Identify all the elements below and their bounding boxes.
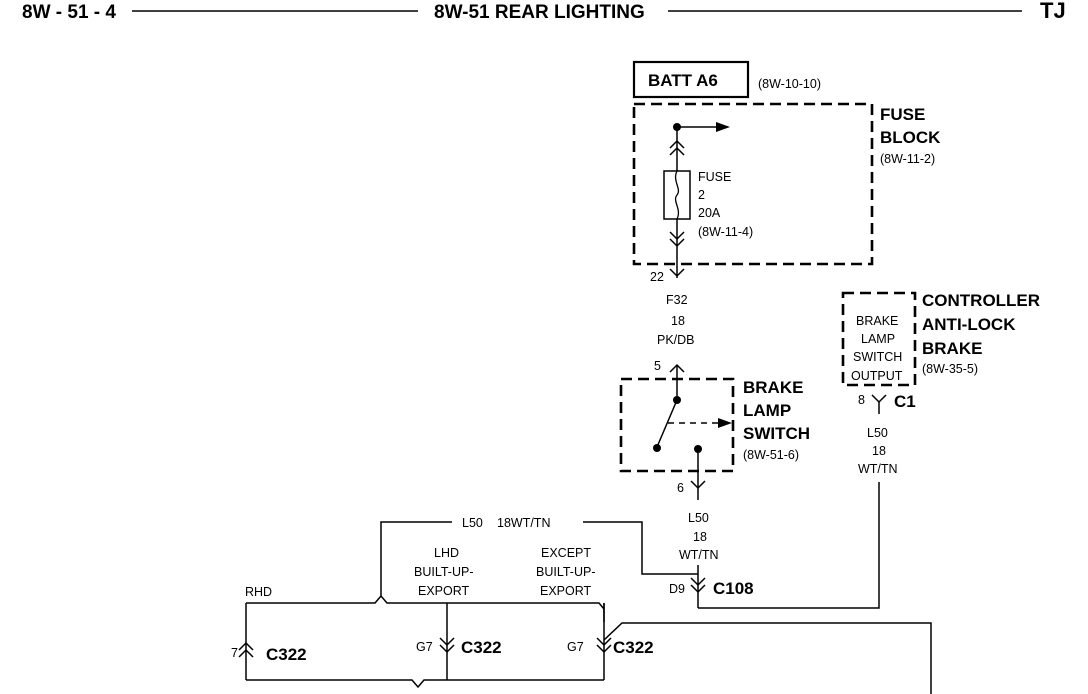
c322-c-pin: G7 [567, 640, 584, 654]
wire-l50-top-line [583, 521, 698, 575]
wire-l50-switch-circuit: L50 [688, 511, 709, 525]
brake-switch-pin-out: 6 [677, 481, 684, 495]
fuse-rating: 20A [698, 206, 721, 220]
variant-except-3: EXPORT [540, 584, 592, 598]
variant-lhd-2: BUILT-UP- [414, 565, 474, 579]
controller-pin: 8 [858, 393, 865, 407]
controller-inner-3: SWITCH [853, 350, 902, 364]
switch-contact-dot [653, 444, 661, 452]
fuse-block-outline [632, 102, 874, 266]
page-title: 8W-51 REAR LIGHTING [434, 2, 645, 23]
fuse-label: FUSE [698, 170, 731, 184]
wire-l50-top-circuit: L50 [462, 516, 483, 530]
wire-to-next-page [603, 622, 932, 694]
bottom-bus-line [246, 679, 604, 689]
wire-f32-circuit: F32 [666, 293, 688, 307]
wire-l50-branch-line [380, 521, 452, 596]
variant-except-2: BUILT-UP- [536, 565, 596, 579]
wire-l50-controller-color: WT/TN [858, 462, 898, 476]
fuse-pin: 22 [650, 270, 664, 284]
connector-chevron-icon [238, 648, 254, 658]
connector-chevron-icon [871, 394, 887, 404]
batt-label: BATT A6 [648, 71, 718, 90]
wire-l50-top-gauge-color: 18WT/TN [497, 516, 550, 530]
splice-bus-line [246, 594, 605, 622]
fuse-element-icon [674, 170, 680, 220]
fuse-ref: (8W-11-4) [698, 225, 753, 239]
controller-outline [841, 291, 917, 387]
brake-switch-pin-in: 5 [654, 359, 661, 373]
wire-l50-switch-color: WT/TN [679, 548, 719, 562]
wire-l50-controller-circuit: L50 [867, 426, 888, 440]
connector-chevron-icon [439, 644, 455, 654]
vehicle-code: TJ [1040, 0, 1066, 23]
controller-inner-2: LAMP [861, 332, 895, 346]
controller-ref: (8W-35-5) [922, 362, 978, 376]
brake-switch-title-3: SWITCH [743, 424, 810, 443]
page-number: 8W - 51 - 4 [22, 2, 116, 23]
connector-chevron-icon [596, 637, 612, 647]
brake-switch-ref: (8W-51-6) [743, 448, 799, 462]
arrow-right-icon [718, 418, 732, 428]
c108-pin: D9 [669, 582, 685, 596]
fuse-block-title-1: FUSE [880, 105, 925, 124]
variant-lhd-3: EXPORT [418, 584, 470, 598]
brake-switch-outline [619, 377, 735, 473]
brake-switch-title-1: BRAKE [743, 378, 803, 397]
variant-rhd: RHD [245, 585, 272, 599]
c108-connector: C108 [713, 579, 754, 598]
connector-chevron-icon [690, 480, 706, 490]
connector-chevron-icon [238, 641, 254, 651]
c322-a-connector: C322 [266, 645, 307, 664]
fuse-block-title-2: BLOCK [880, 128, 941, 147]
controller-title-2: ANTI-LOCK [922, 315, 1016, 334]
connector-chevron-icon [669, 268, 685, 278]
controller-connector: C1 [894, 392, 916, 411]
switch-blade [656, 399, 678, 448]
c322-b-pin: G7 [416, 640, 433, 654]
variant-except-1: EXCEPT [541, 546, 591, 560]
controller-inner-1: BRAKE [856, 314, 898, 328]
connector-chevron-icon [669, 238, 685, 248]
wire-l50-switch-gauge: 18 [693, 530, 707, 544]
fuse-block-ref: (8W-11-2) [880, 152, 935, 166]
controller-inner-4: OUTPUT [851, 369, 903, 383]
wire-l50-controller-gauge: 18 [872, 444, 886, 458]
connector-chevron-icon [690, 577, 706, 587]
c322-a-pin: 7 [231, 646, 238, 660]
batt-ref: (8W-10-10) [758, 77, 821, 91]
connector-chevron-icon [669, 139, 685, 149]
controller-title-1: CONTROLLER [922, 291, 1040, 310]
variant-lhd-1: LHD [434, 546, 459, 560]
connector-chevron-icon [669, 146, 685, 156]
c322-c-connector: C322 [613, 638, 654, 657]
connector-chevron-icon [669, 231, 685, 241]
wire-l50-controller-line [698, 482, 880, 609]
connector-chevron-icon [690, 584, 706, 594]
arrow-right-icon [716, 122, 730, 132]
wire-f32-gauge: 18 [671, 314, 685, 328]
fuse-number: 2 [698, 188, 705, 202]
c322-b-connector: C322 [461, 638, 502, 657]
batt-box [632, 60, 750, 99]
connector-chevron-icon [596, 644, 612, 654]
brake-switch-title-2: LAMP [743, 401, 791, 420]
connector-chevron-icon [439, 637, 455, 647]
wire-f32-color: PK/DB [657, 333, 695, 347]
controller-title-3: BRAKE [922, 339, 982, 358]
